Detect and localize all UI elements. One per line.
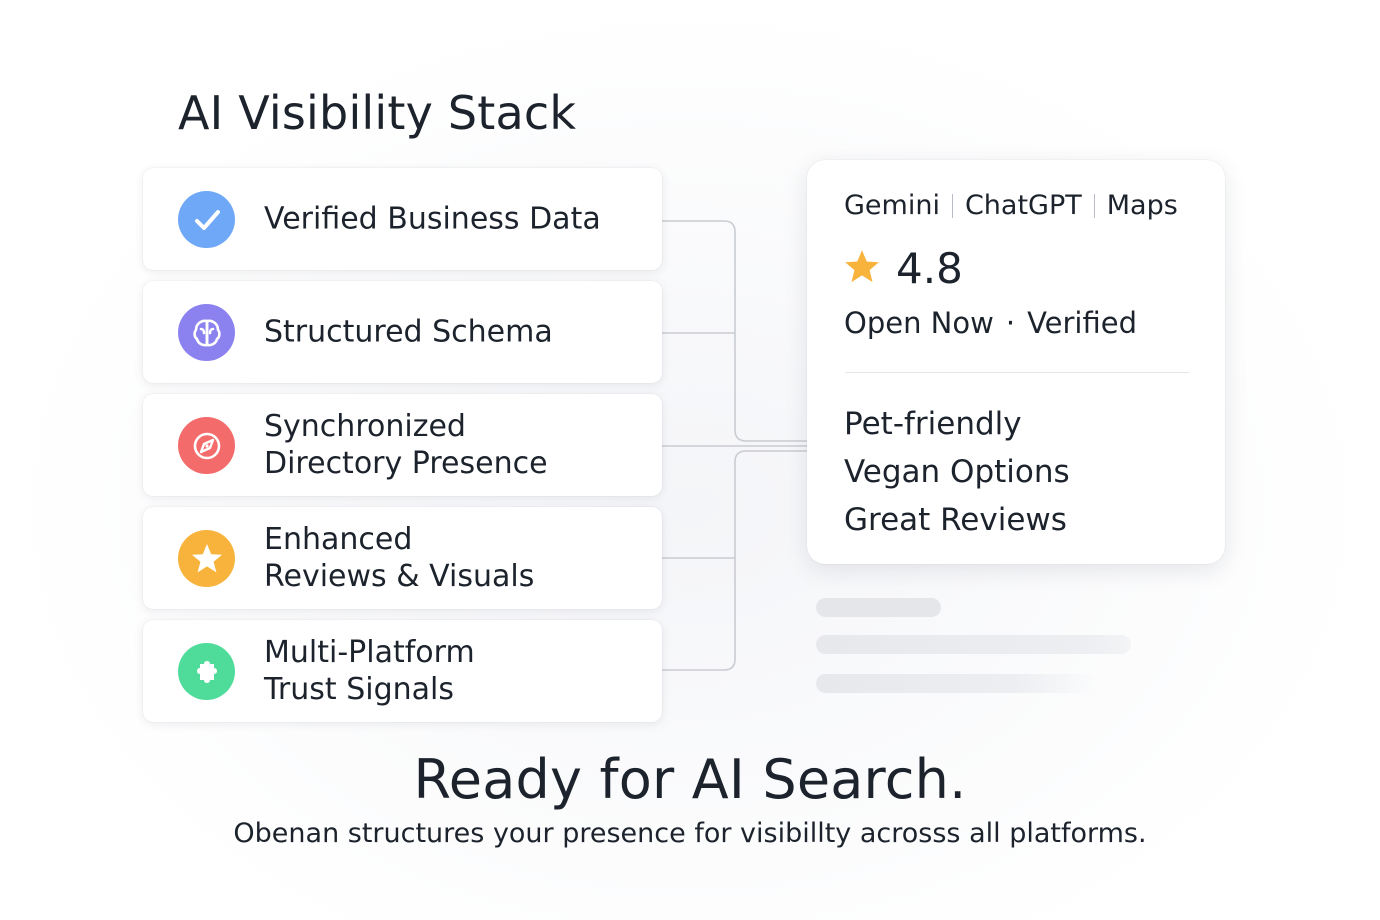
stack-card-label: Structured Schema [264, 314, 553, 350]
stack-card-verified-business-data: Verified Business Data [143, 168, 662, 270]
ai-result-card: Gemini ChatGPT Maps 4.8 Open Now · Verifie… [807, 160, 1225, 564]
compass-icon [178, 417, 235, 474]
checkmark-icon [178, 191, 235, 248]
status-open-now: Open Now [844, 306, 994, 340]
skeleton-line [816, 598, 941, 617]
platform-divider [951, 193, 953, 218]
skeleton-line [816, 674, 1096, 693]
subline: Obenan structures your presence for visi… [233, 818, 1147, 849]
attribute-list: Pet-friendly Vegan Options Great Reviews [844, 400, 1070, 544]
stack-card-label: Enhanced Reviews & Visuals [264, 522, 535, 594]
platform-chatgpt: ChatGPT [964, 190, 1082, 221]
skeleton-line [816, 635, 1131, 654]
status-separator: · [1005, 306, 1016, 340]
stack-card-synchronized-directory-presence: Synchronized Directory Presence [143, 394, 662, 496]
stack-title: AI Visibility Stack [178, 86, 577, 140]
status-row: Open Now · Verified [844, 306, 1137, 340]
card-divider [845, 372, 1189, 373]
connector-line-1 [662, 220, 807, 442]
platform-gemini: Gemini [844, 190, 940, 221]
puzzle-icon [178, 643, 235, 700]
stack-card-label: Verified Business Data [264, 201, 601, 237]
stack-card-label: Synchronized Directory Presence [264, 409, 548, 481]
status-verified: Verified [1027, 306, 1137, 340]
connector-line-5 [662, 450, 807, 671]
headline: Ready for AI Search. [413, 748, 967, 811]
rating-row: 4.8 [842, 244, 963, 293]
rating-value: 4.8 [896, 244, 963, 293]
attribute-item: Pet-friendly [844, 406, 1022, 442]
stack-card-enhanced-reviews-visuals: Enhanced Reviews & Visuals [143, 507, 662, 609]
stack-card-label: Multi-Platform Trust Signals [264, 635, 475, 707]
platform-list: Gemini ChatGPT Maps [844, 190, 1178, 221]
star-icon [842, 247, 882, 291]
platform-maps: Maps [1106, 190, 1178, 221]
star-icon [178, 530, 235, 587]
platform-divider [1093, 193, 1095, 218]
attribute-item: Great Reviews [844, 502, 1067, 538]
stack-card-structured-schema: Structured Schema [143, 281, 662, 383]
attribute-item: Vegan Options [844, 454, 1070, 490]
brain-icon [178, 304, 235, 361]
stack-card-multi-platform-trust-signals: Multi-Platform Trust Signals [143, 620, 662, 722]
